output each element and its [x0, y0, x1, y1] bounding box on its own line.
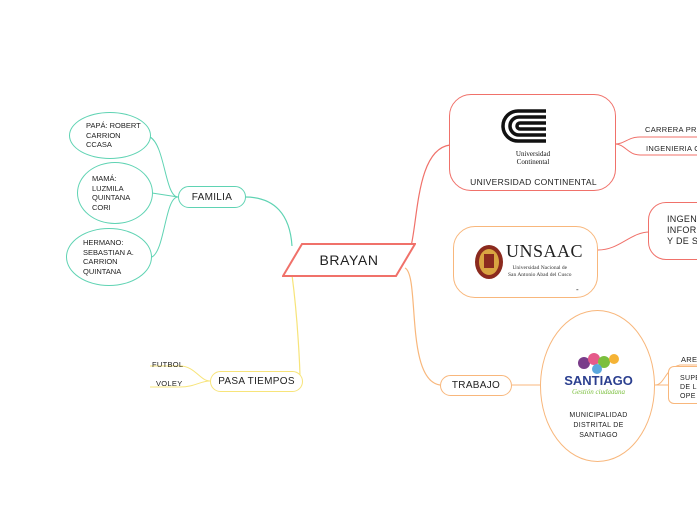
universidad-label: UNIVERSIDAD CONTINENTAL: [470, 177, 597, 187]
trabajo-branch-supe[interactable]: SUPE DE L OPE: [668, 366, 697, 404]
familia-node[interactable]: FAMILIA: [178, 186, 246, 208]
familia-member-mother[interactable]: MAMÁ: LUZMILA QUINTANA CORI: [77, 162, 153, 224]
santiago-logo-sub: Gestión ciudadana: [571, 388, 626, 396]
root-node[interactable]: BRAYAN: [282, 243, 416, 277]
trabajo-label: TRABAJO: [451, 380, 501, 391]
familia-member-father[interactable]: PAPÁ: ROBERT CARRION CCASA: [69, 112, 151, 159]
unsaac-dash: -: [576, 285, 579, 294]
familia-label: FAMILIA: [191, 191, 233, 203]
member-text: PAPÁ: ROBERT CARRION CCASA: [86, 121, 141, 150]
unsaac-crest-icon: [475, 245, 503, 279]
unsaac-logo-sub: Universidad Nacional de San Antonio Abad…: [508, 265, 572, 278]
pasatiempo-item-futbol[interactable]: FUTBOL: [152, 360, 184, 369]
unsaac-node[interactable]: UNSAAC Universidad Nacional de San Anton…: [453, 226, 598, 298]
unsaac-branch-node[interactable]: INGEN INFOR Y DE SI: [648, 202, 697, 260]
municipalidad-node[interactable]: SANTIAGO Gestión ciudadana MUNICIPALIDAD…: [540, 310, 655, 462]
municipalidad-label: MUNICIPALIDAD DISTRITAL DE SANTIAGO: [569, 412, 628, 439]
unsaac-logo-title: UNSAAC: [506, 241, 584, 261]
santiago-logo-title: SANTIAGO: [564, 373, 633, 388]
root-shape: [282, 243, 416, 277]
continental-logo: Universidad Continental: [496, 101, 570, 173]
pasatiempo-item-voley[interactable]: VOLEY: [156, 379, 183, 388]
unsaac-branch-label: INGEN INFOR Y DE SI: [667, 214, 697, 246]
continental-logo-icon: [501, 109, 546, 143]
trabajo-branch-supe-label: SUPE DE L OPE: [680, 375, 697, 400]
member-text: MAMÁ: LUZMILA QUINTANA CORI: [92, 174, 131, 212]
pasatiempos-node[interactable]: PASA TIEMPOS: [210, 371, 303, 392]
universidad-node[interactable]: Universidad Continental UNIVERSIDAD CONT…: [449, 94, 616, 191]
trabajo-node[interactable]: TRABAJO: [440, 375, 512, 396]
root-label: BRAYAN: [319, 252, 379, 268]
pasatiempos-label: PASA TIEMPOS: [218, 376, 295, 387]
universidad-branch-carrera[interactable]: CARRERA PRO: [645, 125, 697, 134]
continental-logo-text: Universidad Continental: [515, 150, 551, 166]
member-text: HERMANO: SEBASTIAN A. CARRION QUINTANA: [83, 238, 134, 276]
universidad-branch-ingenieria[interactable]: INGENIERIA C: [646, 144, 697, 153]
familia-member-brother[interactable]: HERMANO: SEBASTIAN A. CARRION QUINTANA: [66, 228, 152, 286]
santiago-flower-icon: [578, 353, 619, 374]
trabajo-branch-area[interactable]: AREA: [681, 355, 697, 364]
